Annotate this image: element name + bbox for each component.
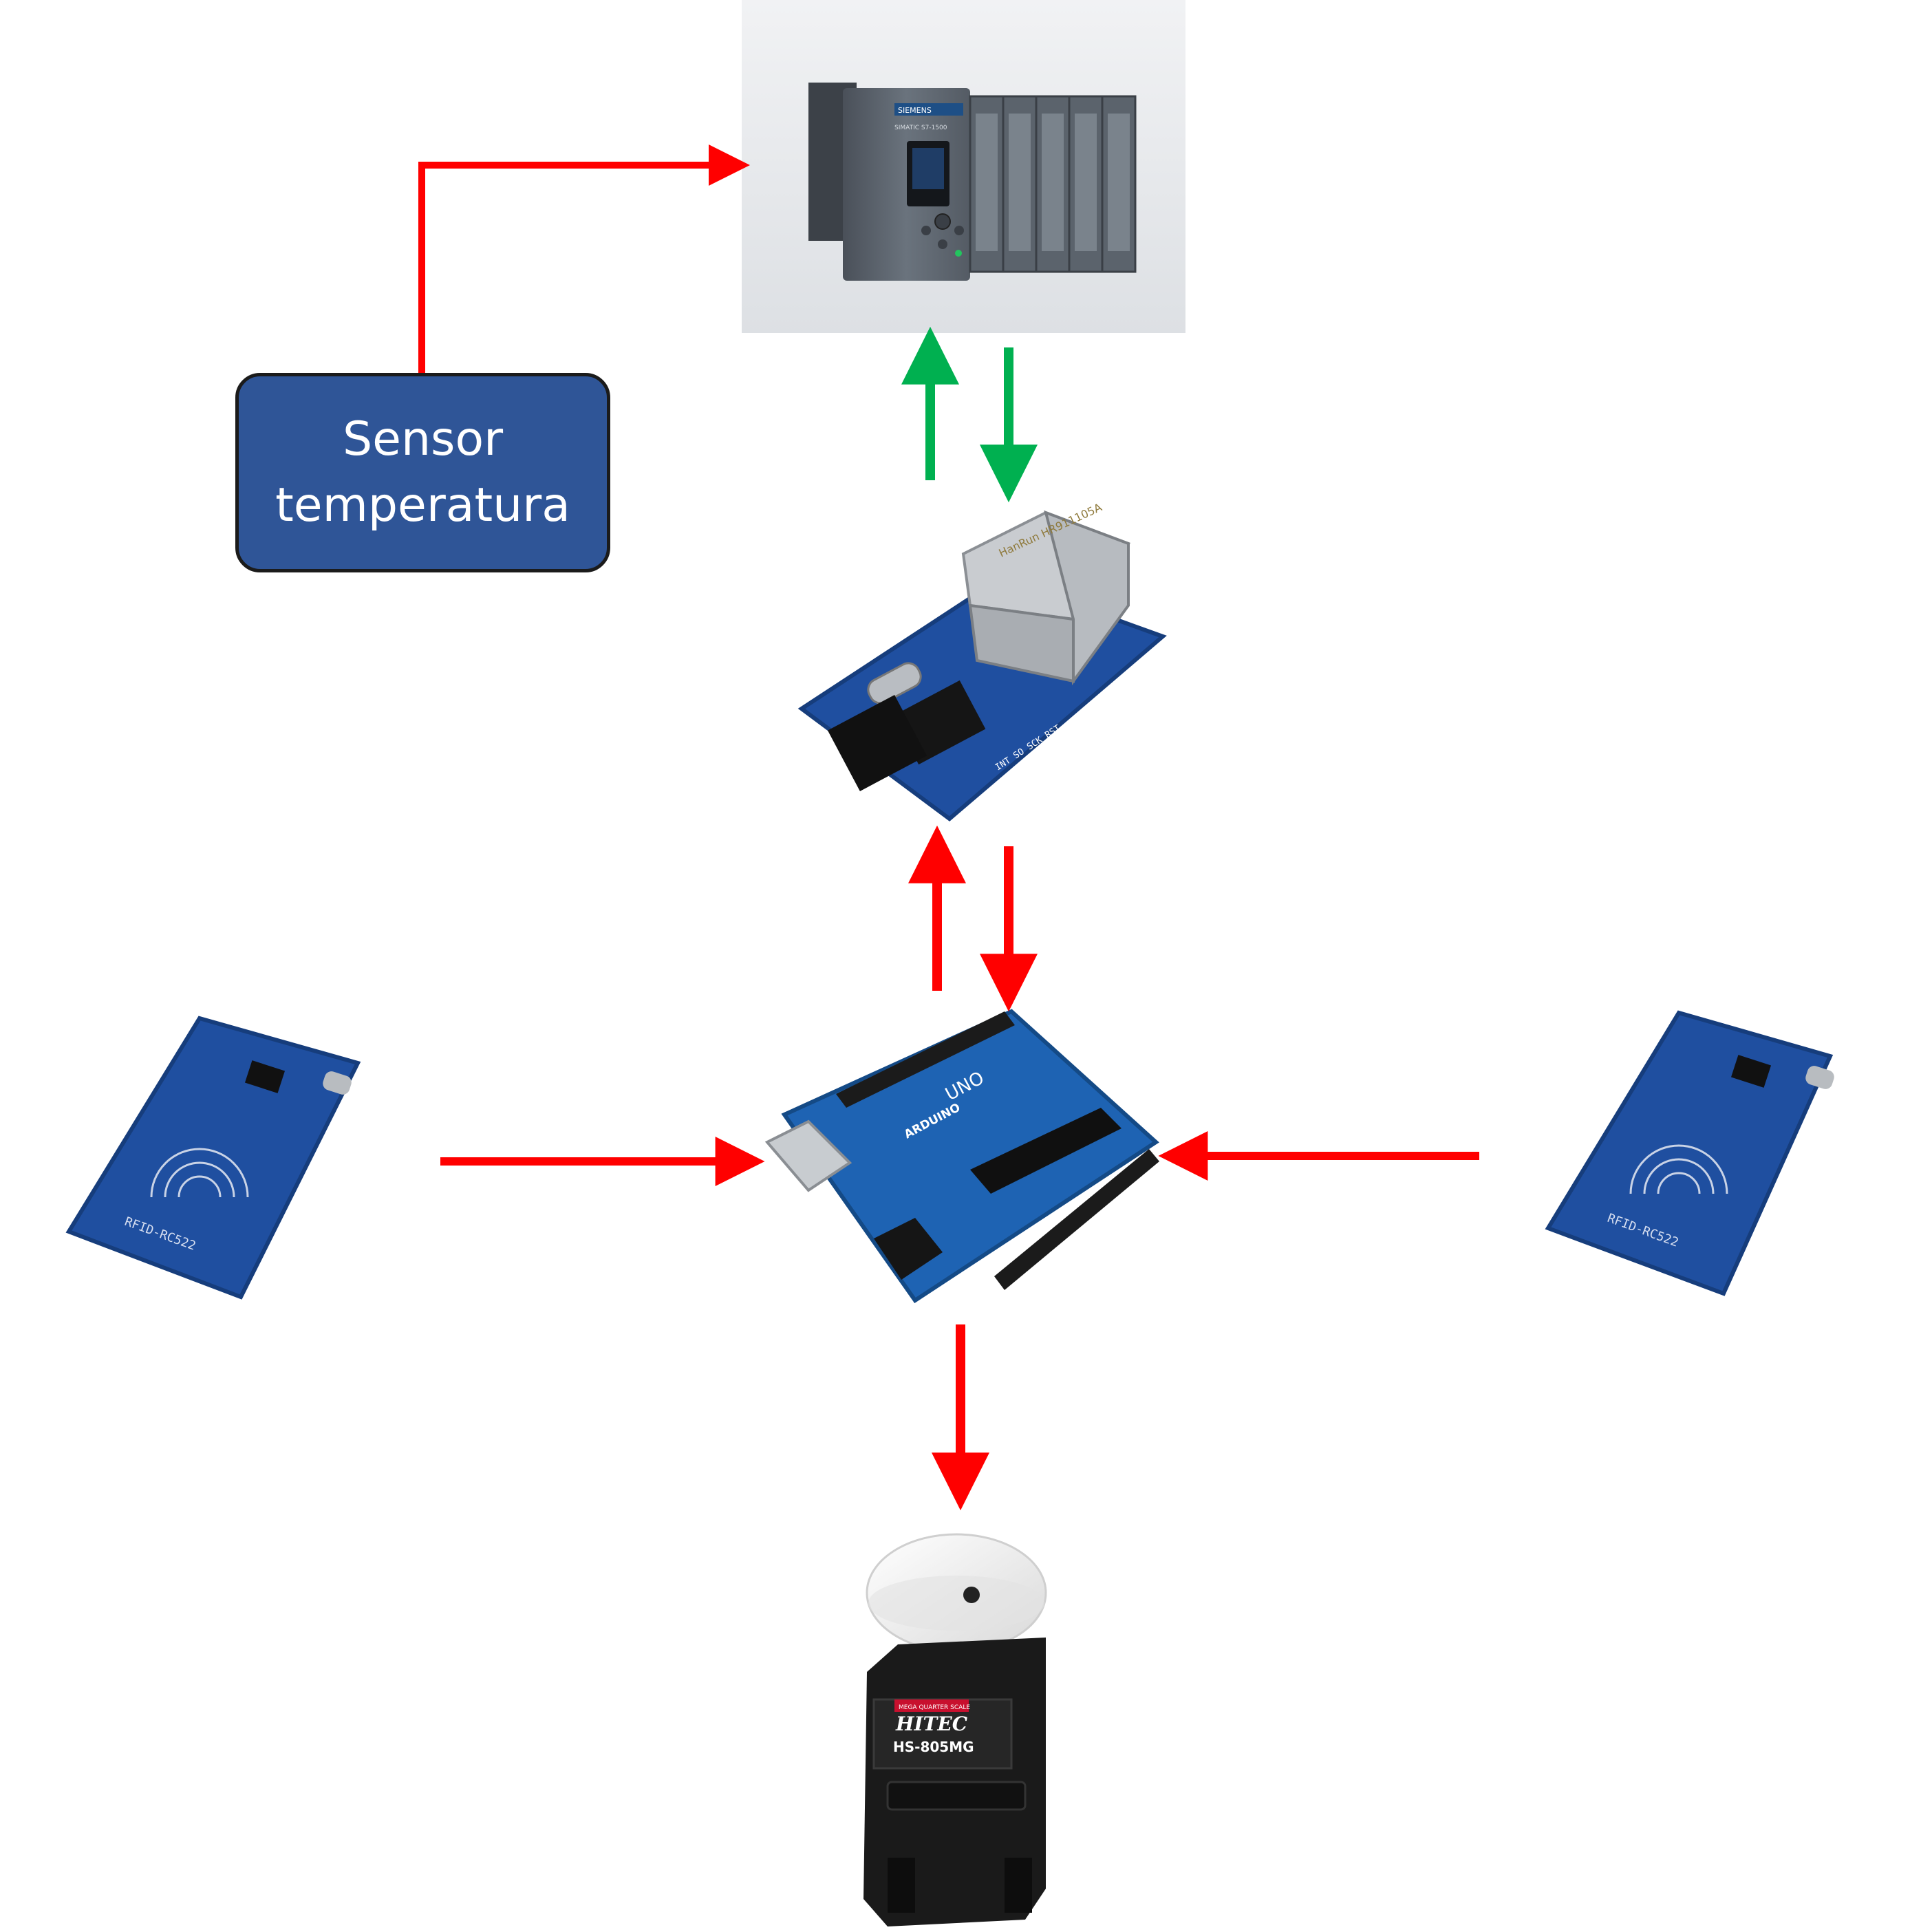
sensor-label-line2: temperatura — [275, 478, 570, 533]
plc-io-modules — [969, 95, 1137, 273]
rfid-reader-left-image: RFID-RC522 — [38, 980, 403, 1352]
plc-model-label: SIMATIC S7-1500 — [894, 125, 947, 131]
servo-motor-image: MEGA QUARTER SCALE HITEC HS-805MG — [863, 1533, 1047, 1926]
dc-jack — [874, 1218, 943, 1280]
sensor-label-line1: Sensor — [342, 412, 504, 466]
ethernet-module-image: HanRun HR911105A INT SO SCK RST — [743, 475, 1183, 846]
sensor-temperatura-box: Sensor temperatura — [235, 373, 610, 572]
servo-tag-label: MEGA QUARTER SCALE — [899, 1704, 970, 1711]
servo-brand-label: HITEC — [895, 1713, 968, 1735]
plc-cpu-module: SIEMENS SIMATIC S7-1500 — [843, 88, 970, 281]
rfid-left-antenna-icon — [150, 1148, 249, 1198]
usb-port — [764, 1119, 852, 1192]
plc-image: SIEMENS SIMATIC S7-1500 — [742, 0, 1185, 333]
plc-brand-label: SIEMENS — [898, 106, 932, 115]
rfid-right-antenna-icon — [1629, 1144, 1728, 1194]
arduino-uno-image: ARDUINO UNO — [764, 1009, 1159, 1304]
connectors — [418, 144, 1479, 1511]
rj45-jack: HanRun HR911105A — [961, 501, 1131, 686]
pin-header — [827, 695, 927, 791]
arrow-sensor-to-plc — [418, 144, 751, 373]
rfid-reader-right-image: RFID-RC522 — [1516, 974, 1884, 1345]
servo-label-plate: MEGA QUARTER SCALE HITEC HS-805MG — [893, 1699, 974, 1755]
servo-model-label: HS-805MG — [893, 1739, 974, 1755]
